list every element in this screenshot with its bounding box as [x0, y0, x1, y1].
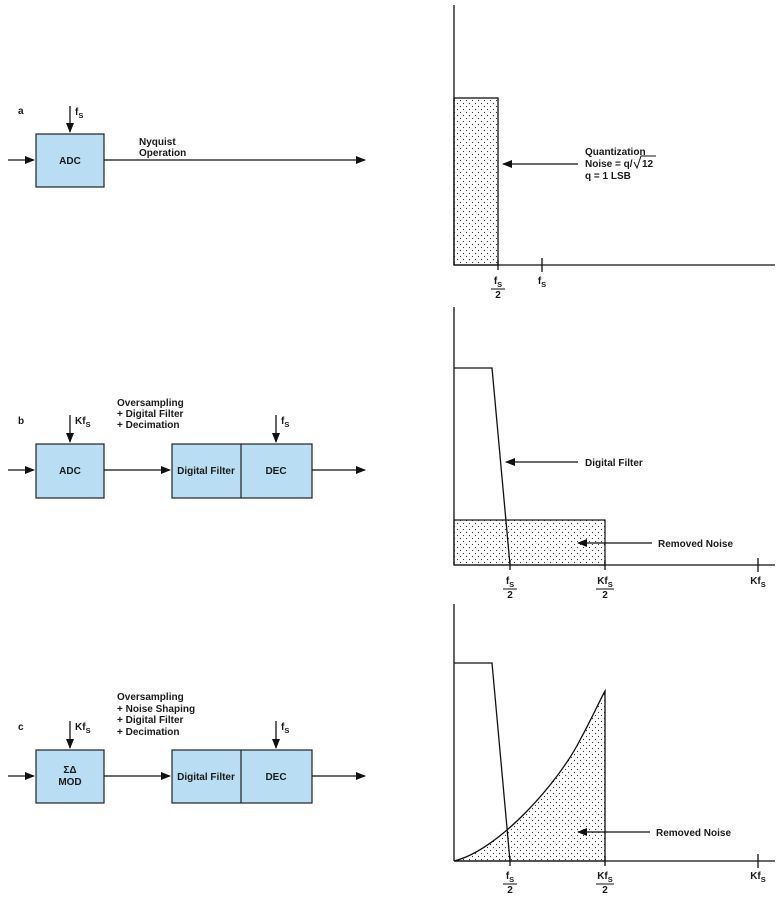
- quantization-noise-region: [453, 97, 499, 266]
- clock-label: fS: [75, 107, 83, 120]
- desc-line-1: Oversampling: [117, 692, 184, 703]
- dec-label: DEC: [265, 772, 286, 783]
- dec-clock-label: fS: [281, 416, 289, 429]
- nyquist-label: Nyquist: [139, 137, 176, 148]
- digital-filter-response: [454, 367, 511, 566]
- dec-label: DEC: [265, 466, 286, 477]
- noise-label-2: Noise = q/: [585, 159, 633, 170]
- tick2-label: fS: [538, 276, 546, 289]
- dec-clock-label: fS: [281, 722, 289, 735]
- tick1-denominator: 2: [507, 885, 513, 896]
- panel-b-block-diagram: b ADC KfS Oversampling + Digital Filter …: [8, 398, 366, 499]
- panel-c-letter: c: [18, 722, 24, 733]
- panel-c-block-diagram: c ΣΔ MOD KfS Oversampling + Noise Shapin…: [8, 692, 366, 804]
- panel-b-spectrum: Digital Filter Removed Noise fS 2 KfS 2 …: [453, 307, 775, 601]
- desc-line-3: + Digital Filter: [117, 715, 184, 726]
- mod-label: MOD: [58, 777, 81, 788]
- filter-dec-block: [171, 443, 313, 499]
- digital-filter-label: Digital Filter: [177, 466, 235, 477]
- tick1-denominator: 2: [495, 290, 501, 301]
- desc-line-1: Oversampling: [117, 398, 184, 409]
- digital-filter-label: Digital Filter: [177, 772, 235, 783]
- tick2-numerator: KfS: [597, 871, 613, 884]
- removed-noise-label: Removed Noise: [656, 828, 731, 839]
- adc-label: ADC: [59, 156, 81, 167]
- tick3-label: KfS: [750, 576, 766, 589]
- tick1-denominator: 2: [507, 590, 513, 601]
- filter-dec-block: [171, 749, 313, 804]
- desc-line-2: + Noise Shaping: [117, 704, 195, 715]
- tick1-numerator: fS: [506, 576, 514, 589]
- filter-label: Digital Filter: [585, 458, 643, 469]
- sigma-delta-modulator-block: [35, 749, 105, 804]
- panel-a-letter: a: [18, 106, 24, 117]
- adc-label: ADC: [59, 466, 81, 477]
- panel-a-block-diagram: a ADC fS Nyquist Operation: [8, 106, 366, 188]
- adc-block: [35, 443, 105, 499]
- sqrt-sign-icon: [633, 155, 656, 170]
- tick1-numerator: fS: [506, 871, 514, 884]
- tick1-numerator: fS: [494, 276, 502, 289]
- clock-label: KfS: [75, 722, 91, 735]
- clock-label: KfS: [75, 416, 91, 429]
- tick2-numerator: KfS: [597, 576, 613, 589]
- panel-a-spectrum: Quantization Noise = q/ 12 q = 1 LSB fS …: [453, 5, 775, 301]
- sigma-delta-label: ΣΔ: [63, 765, 76, 776]
- noise-label-3: q = 1 LSB: [585, 171, 631, 182]
- panel-b-letter: b: [18, 416, 24, 427]
- digital-filter-response: [454, 662, 511, 862]
- tick2-denominator: 2: [602, 590, 608, 601]
- shaped-noise-region: [453, 688, 606, 862]
- removed-noise-label: Removed Noise: [658, 539, 733, 550]
- desc-line-4: + Decimation: [117, 727, 180, 738]
- noise-label-1: Quantization: [585, 147, 646, 158]
- tick2-denominator: 2: [602, 885, 608, 896]
- tick3-label: KfS: [750, 871, 766, 884]
- desc-line-3: + Decimation: [117, 420, 180, 431]
- panel-c-spectrum: Removed Noise fS 2 KfS 2 KfS: [453, 604, 775, 896]
- operation-label: Operation: [139, 148, 186, 159]
- desc-line-2: + Digital Filter: [117, 409, 184, 420]
- noise-root-value: 12: [642, 159, 654, 170]
